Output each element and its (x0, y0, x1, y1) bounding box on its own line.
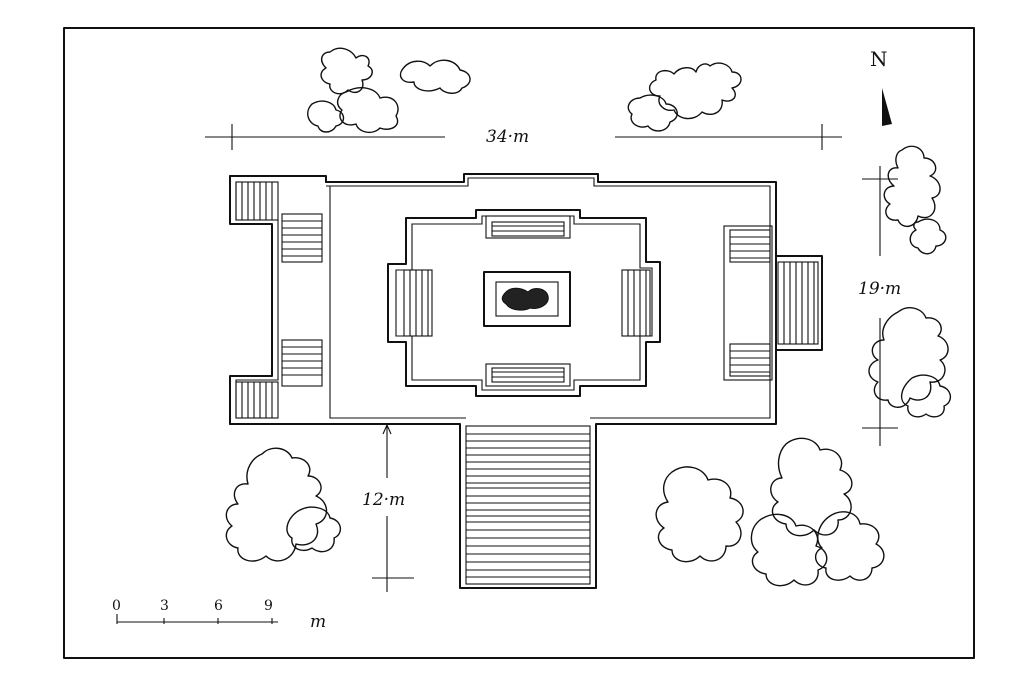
stair-east (723, 225, 823, 381)
width-dimension-label: 34·m (486, 127, 529, 147)
inner-terrace (387, 209, 661, 397)
central-monument (483, 271, 571, 327)
tree-north-center (627, 62, 742, 132)
monument-ornament (501, 287, 549, 311)
drawing-frame (63, 27, 975, 659)
depth-dimension: 19·m (858, 166, 901, 446)
scale-tick-3: 3 (160, 598, 169, 614)
scale-bar: 0 3 6 9 m (112, 598, 326, 632)
tree-south-east (655, 437, 885, 587)
north-label: N (870, 47, 888, 71)
tree-north-west (307, 47, 471, 134)
stair-south-main (465, 425, 591, 585)
stair-west-lower (235, 339, 323, 419)
depth-dimension-label: 19·m (858, 279, 901, 299)
scale-tick-0: 0 (112, 598, 121, 614)
stair-west-upper (235, 181, 323, 263)
stair-length-label: 12·m (362, 490, 405, 510)
scale-unit: m (310, 612, 326, 632)
tree-east-upper (883, 145, 947, 255)
width-dimension: 34·m (205, 124, 842, 150)
north-arrow: N (870, 47, 892, 126)
scale-tick-9: 9 (264, 598, 273, 614)
tree-south-west (225, 447, 341, 562)
stair-length-dimension: 12·m (362, 423, 414, 592)
scale-tick-6: 6 (214, 598, 223, 614)
tree-east-lower (868, 307, 951, 418)
north-arrow-icon (882, 88, 892, 126)
